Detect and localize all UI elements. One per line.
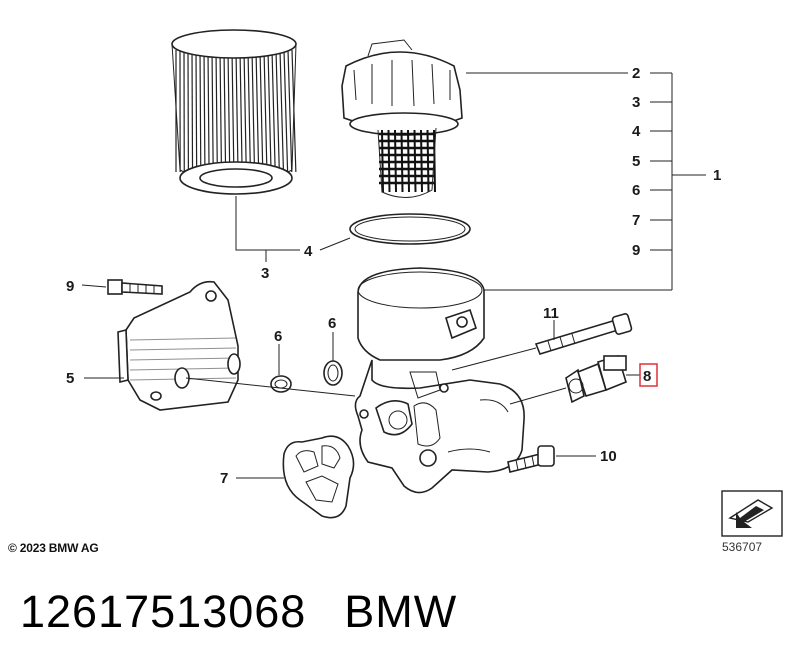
copyright-notice: © 2023 BMW AG xyxy=(8,541,99,555)
oil-pressure-sensor xyxy=(565,355,627,404)
callout-9-bolt: 9 xyxy=(66,278,74,295)
filter-cap xyxy=(341,39,463,198)
part-info: 12617513068 BMW xyxy=(20,586,495,638)
callout-5: 5 xyxy=(632,153,640,170)
callout-4: 4 xyxy=(632,123,641,140)
callout-3: 3 xyxy=(632,94,640,111)
oring-small-1 xyxy=(270,375,292,393)
callout-6-right: 6 xyxy=(328,315,336,332)
callout-2: 2 xyxy=(632,65,640,82)
heat-exchanger xyxy=(117,280,241,411)
callout-4-oring: 4 xyxy=(304,243,313,260)
callout-7-gasket: 7 xyxy=(220,470,228,487)
drawing-number: 536707 xyxy=(722,540,763,554)
callout-5-cooler: 5 xyxy=(66,370,74,387)
callout-6-left: 6 xyxy=(274,328,282,345)
oring-large xyxy=(349,213,471,245)
callout-8-highlight[interactable] xyxy=(639,363,658,387)
callout-8[interactable]: 8 xyxy=(643,368,651,385)
gasket xyxy=(282,435,355,519)
callout-6: 6 xyxy=(632,182,640,199)
bolt-9 xyxy=(107,279,163,295)
callout-7: 7 xyxy=(632,212,640,229)
brand-name: BMW xyxy=(344,586,458,637)
filter-housing xyxy=(354,267,525,494)
callout-labels: 2 3 4 5 6 7 9 1 4 3 9 6 6 11 5 8 10 7 xyxy=(66,65,721,487)
oil-filter-element xyxy=(171,29,300,195)
callout-10: 10 xyxy=(600,448,617,465)
callout-9: 9 xyxy=(632,242,640,259)
leader-lines xyxy=(81,72,706,479)
bolt-11 xyxy=(534,313,633,355)
callout-3-filter: 3 xyxy=(261,265,269,282)
callout-1: 1 xyxy=(713,167,721,184)
bolt-10 xyxy=(507,445,555,473)
callout-11: 11 xyxy=(543,305,559,322)
part-number: 12617513068 xyxy=(20,586,307,637)
view-direction-icon xyxy=(721,490,783,537)
